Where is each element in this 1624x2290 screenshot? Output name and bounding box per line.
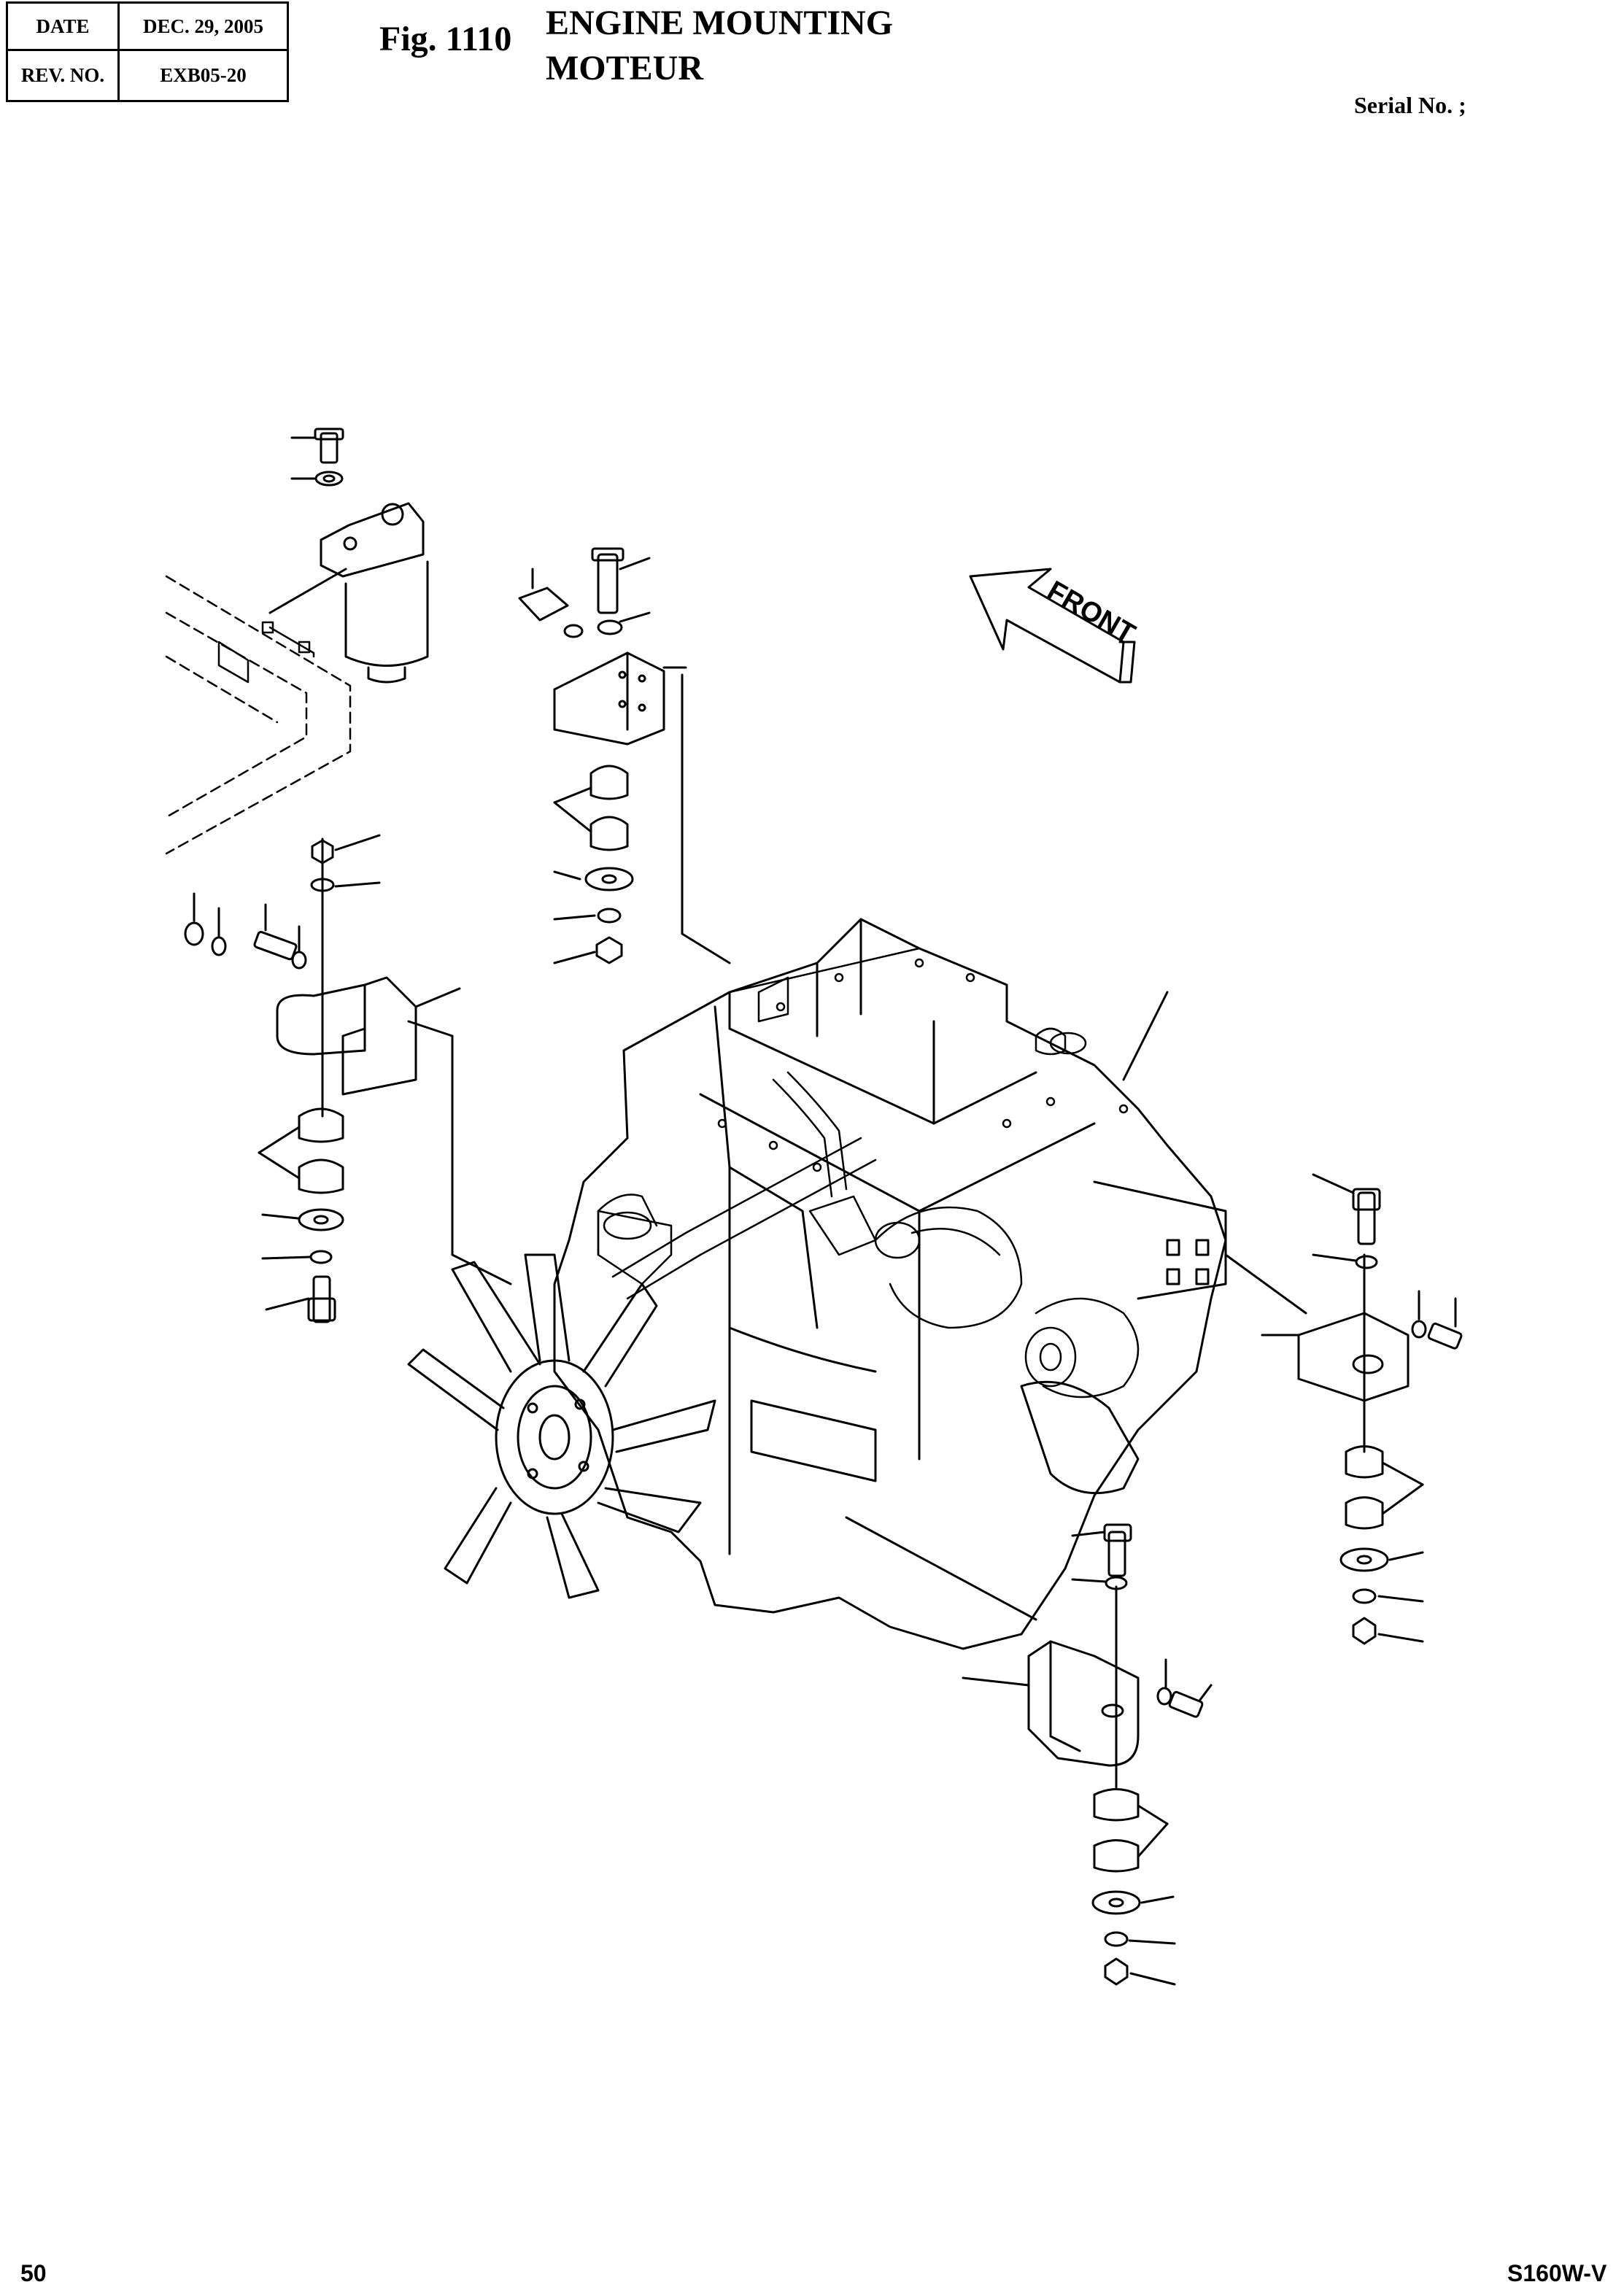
frame-detail [217,621,315,684]
chassis-frame [165,575,352,855]
rev-label: REV. NO. [20,64,105,86]
serial-label: Serial No. ; [1354,92,1466,118]
figure-number: Fig. 1110 [379,20,512,58]
date-label: DATE [36,15,90,37]
figure-title-en: ENGINE MOUNTING [546,4,894,42]
date-value: DEC. 29, 2005 [142,15,263,37]
rev-value: EXB05-20 [160,64,247,86]
model-code: S160W-V [1507,2260,1607,2286]
figure-title-fr: MOTEUR [546,49,703,88]
leader-engine [1122,991,1169,1081]
bracket-bottom [845,1516,1213,1986]
revision-table: DATE DEC. 29, 2005 REV. NO. EXB05-20 [6,1,289,102]
front-label: FRONT [1042,575,1140,649]
bracket-top-center [518,547,731,964]
page-number: 50 [20,2260,47,2286]
bracket-left [184,834,512,1323]
table-divider-vertical [117,4,120,100]
filter-assembly [268,428,429,684]
front-arrow [969,568,1136,684]
engine-top-details [597,947,1140,1399]
table-divider-horizontal [8,49,287,51]
cooling-fan [407,1253,716,1599]
bracket-right [1224,1173,1463,1645]
